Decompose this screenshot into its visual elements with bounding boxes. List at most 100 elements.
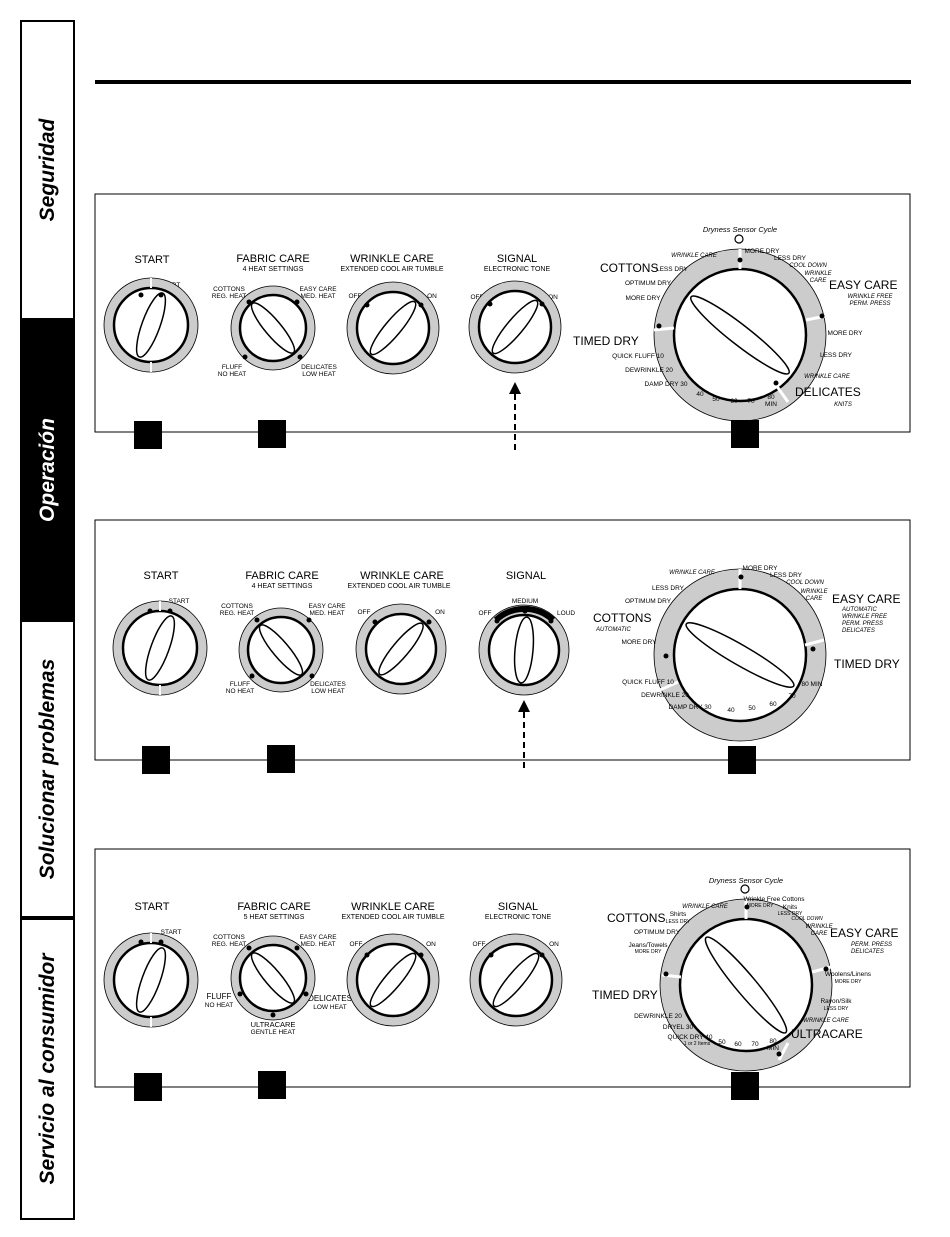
wrinkle-on: ON: [435, 609, 445, 616]
cycle-min-80: 80 MIN: [802, 681, 823, 688]
fabric-o1: COTTONS: [221, 603, 253, 610]
cycle-shirts: Shirts: [670, 911, 687, 918]
tab-solucionar-problemas[interactable]: Solucionar problemas: [20, 620, 75, 918]
start-knob[interactable]: [103, 932, 199, 1028]
callout-marker: [134, 421, 162, 449]
signal-sub: ELECTRONIC TONE: [485, 914, 552, 921]
tab-operacion[interactable]: Operación: [20, 320, 75, 620]
cycle-min-60: 60: [730, 398, 738, 405]
cycle-ultracare: ULTRACARE: [791, 1027, 863, 1041]
cycle-jeans-s: MORE DRY: [635, 949, 663, 955]
cycle-wrinkle-free: WRINKLE FREE: [842, 614, 888, 620]
cycle-more-dry-r: MORE DRY: [828, 330, 864, 337]
panel-frame: [94, 519, 911, 761]
start-knob[interactable]: [103, 277, 199, 373]
fabric-o3s: NO HEAT: [218, 371, 246, 378]
cycle-cottons: COTTONS: [593, 611, 651, 625]
cycle-less-dry-top: LESS DRY: [774, 255, 807, 262]
fabric-o2s: MED. HEAT: [310, 610, 345, 617]
cycle-jeans: Jeans/Towels: [628, 942, 668, 949]
cycle-dial[interactable]: [659, 898, 833, 1072]
cycle-dewrinkle: DEWRINKLE 20: [641, 692, 689, 699]
fabric-sub: 5 HEAT SETTINGS: [244, 914, 305, 921]
wrinkle-on: ON: [427, 293, 437, 300]
cycle-more-dry-l: MORE DRY: [622, 639, 658, 646]
cycle-perm-press: PERM. PRESS: [851, 942, 892, 948]
header-rule: [95, 80, 911, 84]
fabric-o2s: MED. HEAT: [301, 293, 336, 300]
cycle-woolens-s: MORE DRY: [835, 979, 863, 985]
wrinkle-sub: EXTENDED COOL AIR TUMBLE: [347, 583, 450, 590]
cycle-min-70: 70: [788, 693, 796, 700]
fabric-o5s: GENTLE HEAT: [251, 1029, 296, 1036]
wrinkle-care-knob[interactable]: [355, 603, 447, 695]
fabric-o3: FLUFF: [207, 992, 232, 1001]
cycle-min-50: 50: [718, 1039, 726, 1046]
cycle-dial[interactable]: [653, 568, 827, 742]
wrinkle-care-knob[interactable]: [346, 933, 440, 1027]
fabric-care-knob[interactable]: [230, 935, 316, 1021]
control-panel-1: START START FABRIC CARE 4 HEAT SETTINGS …: [94, 193, 911, 450]
start-knob[interactable]: [112, 600, 208, 696]
cycle-wrinkle-r1: WRINKLE: [800, 589, 828, 595]
tab-servicio-al-consumidor[interactable]: Servicio al consumidor: [20, 918, 75, 1220]
signal-knob[interactable]: [468, 280, 562, 374]
cycle-easy-care: EASY CARE: [829, 278, 897, 292]
cycle-quick-fluff: QUICK FLUFF 10: [622, 679, 674, 686]
signal-off: OFF: [473, 941, 486, 948]
panel-frame: [94, 848, 911, 1088]
cycle-wf-cottons-s: MORE DRY: [747, 903, 775, 909]
fabric-o1: COTTONS: [213, 934, 245, 941]
cycle-dewrinkle: DEWRINKLE 20: [634, 1013, 682, 1020]
fabric-sub: 4 HEAT SETTINGS: [252, 583, 313, 590]
cycle-wrinkle-r2: CARE: [810, 278, 828, 284]
cycle-damp-dry: DAMP DRY 30: [645, 381, 688, 388]
cycle-wrinkle-r2: CARE: [811, 931, 829, 937]
signal-knob[interactable]: [478, 604, 570, 696]
cycle-optimum: OPTIMUM DRY: [634, 929, 681, 936]
fabric-o2: EASY CARE: [299, 934, 337, 941]
cycle-automatic-r: AUTOMATIC: [841, 607, 877, 613]
signal-title: SIGNAL: [497, 253, 537, 265]
fabric-o4: DELICATES: [310, 681, 346, 688]
wrinkle-off: OFF: [350, 941, 363, 948]
wrinkle-care-knob[interactable]: [346, 281, 440, 375]
tab-seguridad[interactable]: Seguridad: [20, 20, 75, 320]
cycle-optimum: OPTIMUM DRY: [625, 598, 672, 605]
cycle-easy-care: EASY CARE: [832, 592, 900, 606]
cycle-wrinkle-r1: WRINKLE: [804, 271, 832, 277]
wrinkle-off: OFF: [349, 293, 362, 300]
fabric-care-knob[interactable]: [230, 285, 316, 371]
cycle-wrinkle-care-top: WRINKLE CARE: [682, 904, 729, 910]
cycle-less-dry-top: LESS DRY: [770, 572, 803, 579]
start-title: START: [134, 254, 169, 266]
cycle-min-60: 60: [769, 701, 777, 708]
signal-on: ON: [548, 294, 558, 301]
fabric-title: FABRIC CARE: [237, 901, 310, 913]
tab-label: Servicio al consumidor: [35, 953, 59, 1185]
cycle-min-unit: MIN: [767, 1045, 779, 1052]
signal-knob[interactable]: [469, 933, 563, 1027]
cycle-less-dry-l: LESS DRY: [652, 585, 685, 592]
cycle-dial[interactable]: [653, 248, 827, 422]
callout-marker: [731, 1072, 759, 1100]
signal-loud: LOUD: [557, 610, 575, 617]
wrinkle-off: OFF: [358, 609, 371, 616]
wrinkle-sub: EXTENDED COOL AIR TUMBLE: [341, 914, 444, 921]
fabric-care-knob[interactable]: [238, 607, 324, 693]
cycle-min-60: 60: [734, 1041, 742, 1048]
callout-marker: [134, 1073, 162, 1101]
signal-title: SIGNAL: [506, 570, 546, 582]
cycle-more-dry-l: MORE DRY: [626, 295, 662, 302]
cycle-rayon-s: LESS DRY: [824, 1006, 849, 1012]
sensor-label: Dryness Sensor Cycle: [709, 876, 783, 885]
wrinkle-title: WRINKLE CARE: [360, 570, 444, 582]
control-panel-2: START START FABRIC CARE 4 HEAT SETTINGS …: [94, 519, 911, 774]
tab-label: Operación: [35, 418, 59, 522]
cycle-less-dry-r: LESS DRY: [820, 352, 853, 359]
wrinkle-on: ON: [426, 941, 436, 948]
cycle-wrinkle-free: WRINKLE FREE: [847, 294, 893, 300]
cycle-more-dry-top: MORE DRY: [743, 565, 779, 572]
cycle-min-70: 70: [751, 1041, 759, 1048]
cycle-delicates: DELICATES: [795, 385, 861, 399]
